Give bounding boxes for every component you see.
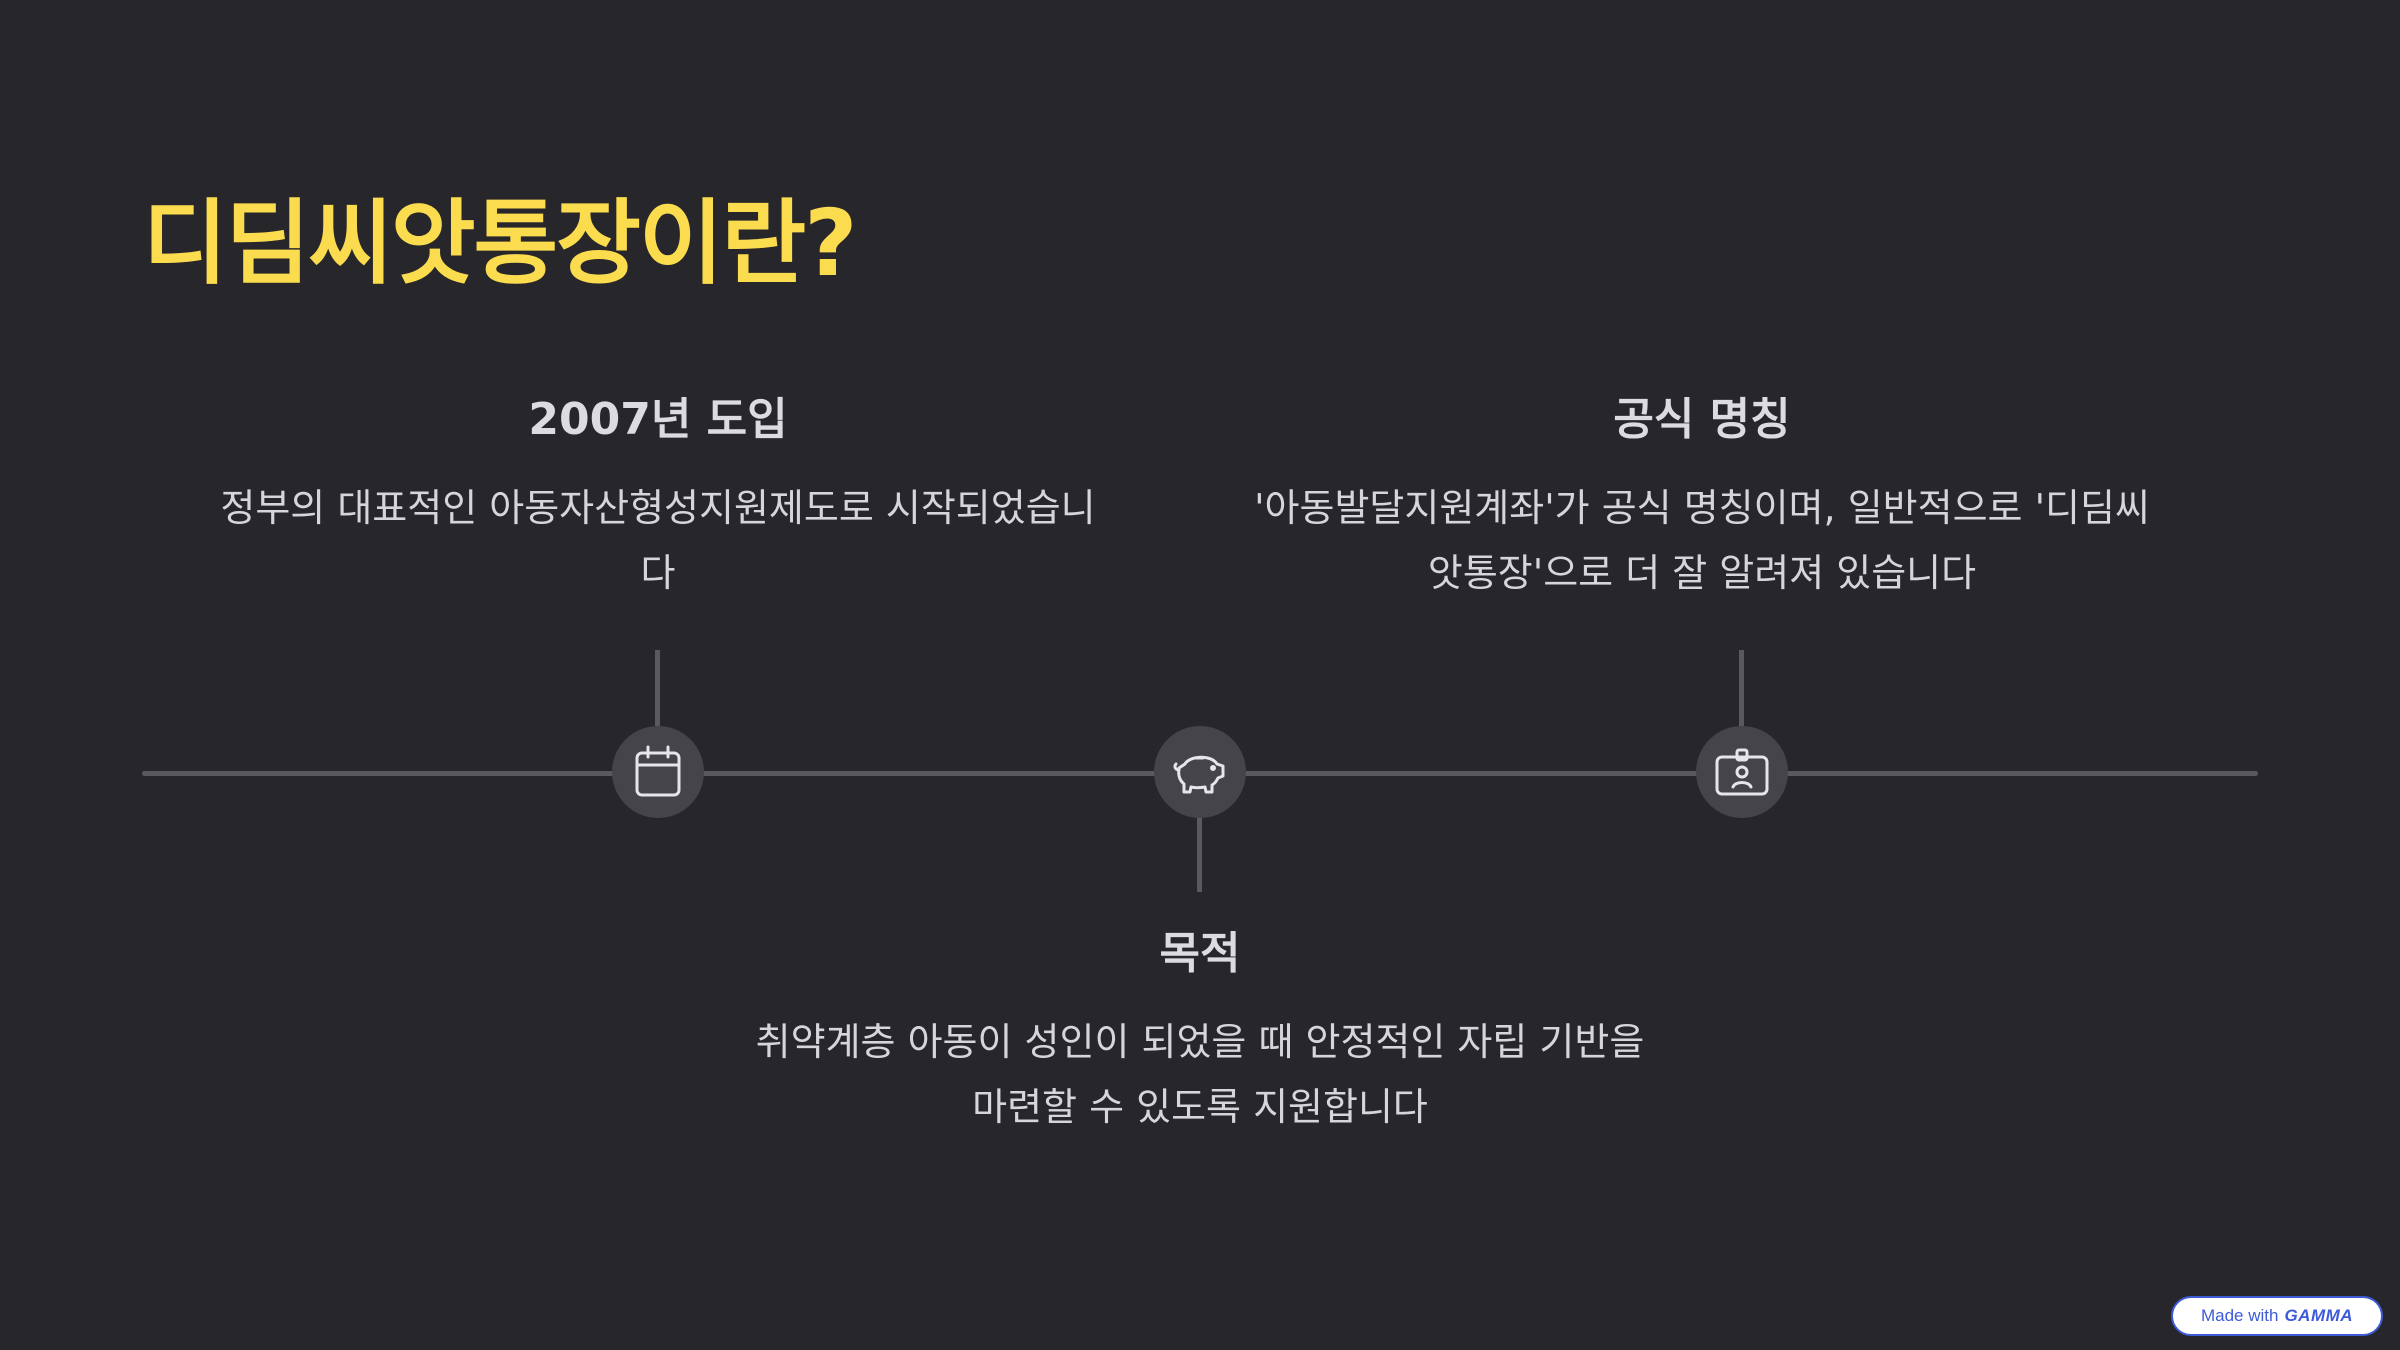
- piggy-bank-icon: [1171, 748, 1229, 796]
- connector-item-1: [655, 650, 660, 726]
- description-line: 정부의 대표적인 아동자산형성지원제도로 시작되었습니: [220, 486, 1096, 530]
- made-with-gamma-badge[interactable]: Made with GAMMA: [2171, 1296, 2383, 1336]
- item-description: '아동발달지원계좌'가 공식 명칭이며, 일반적으로 '디딤씨 앗통장'으로 더…: [1226, 476, 2178, 606]
- item-heading: 공식 명칭: [1613, 394, 1791, 445]
- description-line: 취약계층 아동이 성인이 되었을 때 안정적인 자립 기반을: [755, 1020, 1645, 1064]
- slide-title: 디딤씨앗통장이란?: [143, 190, 857, 297]
- description-line: 다: [640, 551, 676, 595]
- timeline-item-1: 2007년 도입 정부의 대표적인 아동자산형성지원제도로 시작되었습니 다: [182, 398, 1134, 606]
- connector-item-2: [1197, 816, 1202, 892]
- description-line: 앗통장'으로 더 잘 알려져 있습니다: [1427, 551, 1977, 595]
- id-badge-icon: [1714, 747, 1770, 797]
- badge-prefix: Made with: [2200, 1306, 2279, 1325]
- description-line: 마련할 수 있도록 지원합니다: [972, 1085, 1428, 1129]
- timeline-node-1: [612, 726, 704, 818]
- item-heading: 2007년 도입: [528, 394, 788, 445]
- description-line: '아동발달지원계좌'가 공식 명칭이며, 일반적으로 '디딤씨: [1254, 486, 2150, 530]
- item-description: 정부의 대표적인 아동자산형성지원제도로 시작되었습니 다: [182, 476, 1134, 606]
- gamma-logo: GAMMA: [2284, 1306, 2354, 1325]
- timeline-item-3: 공식 명칭 '아동발달지원계좌'가 공식 명칭이며, 일반적으로 '디딤씨 앗통…: [1226, 398, 2178, 606]
- timeline-node-3: [1696, 726, 1788, 818]
- timeline-node-2: [1154, 726, 1246, 818]
- item-heading: 목적: [1159, 928, 1241, 979]
- connector-item-3: [1739, 650, 1744, 726]
- timeline-item-2: 목적 취약계층 아동이 성인이 되었을 때 안정적인 자립 기반을 마련할 수 …: [704, 932, 1696, 1140]
- calendar-icon: [634, 745, 682, 799]
- item-description: 취약계층 아동이 성인이 되었을 때 안정적인 자립 기반을 마련할 수 있도록…: [704, 1010, 1696, 1140]
